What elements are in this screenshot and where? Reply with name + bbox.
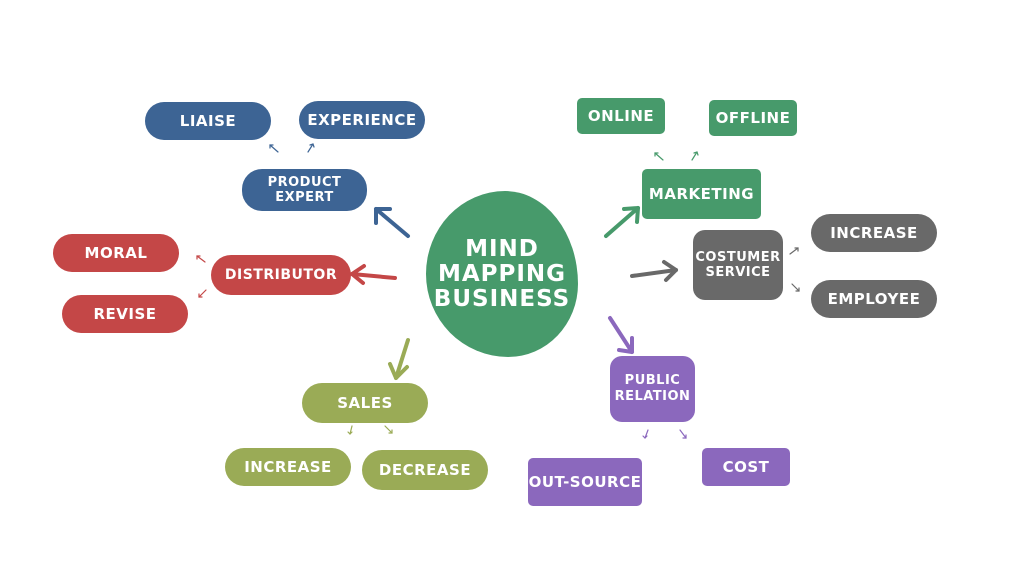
center-node: MIND MAPPING BUSINESS — [426, 191, 578, 357]
arrow-to-distributor — [350, 264, 397, 285]
small-arrow-employee — [791, 283, 800, 292]
distributor-node: DISTRIBUTOR — [211, 255, 351, 295]
small-arrow-cost — [679, 429, 687, 439]
center-line-1: MIND — [465, 235, 539, 262]
small-arrow-online — [654, 152, 664, 161]
small-arrow-offline — [691, 151, 699, 161]
costumer-service-line-2: SERVICE — [705, 265, 771, 280]
small-arrow-increase-sales — [347, 425, 353, 435]
cost-node: COST — [702, 448, 790, 486]
marketing-node: MARKETING — [642, 169, 761, 219]
small-arrow-out-source — [642, 429, 649, 439]
product-expert-node: PRODUCT EXPERT — [242, 169, 367, 211]
increase-service-node: INCREASE — [811, 214, 937, 252]
arrow-to-product-expert — [374, 207, 410, 238]
small-arrow-decrease — [384, 425, 393, 434]
offline-node: OFFLINE — [709, 100, 797, 136]
center-line-3: BUSINESS — [433, 285, 571, 312]
online-node: ONLINE — [577, 98, 665, 134]
increase-sales-node: INCREASE — [225, 448, 351, 486]
experience-node: EXPERIENCE — [299, 101, 425, 139]
costumer-service-line-1: COSTUMER — [695, 250, 781, 265]
public-relation-node: PUBLIC RELATION — [610, 356, 695, 422]
arrow-to-public-relation — [608, 316, 634, 354]
employee-node: EMPLOYEE — [811, 280, 937, 318]
center-line-2: MAPPING — [437, 260, 567, 287]
costumer-service-node: COSTUMER SERVICE — [693, 230, 783, 300]
out-source-node: OUT-SOURCE — [528, 458, 642, 506]
moral-node: MORAL — [53, 234, 179, 272]
small-arrow-experience — [307, 143, 315, 153]
arrow-to-costumer-service — [630, 260, 678, 282]
small-arrow-moral — [196, 255, 206, 263]
arrow-to-sales — [388, 338, 410, 380]
small-arrow-liaise — [269, 144, 279, 153]
liaise-node: LIAISE — [145, 102, 271, 140]
public-relation-line-2: RELATION — [614, 389, 691, 404]
revise-node: REVISE — [62, 295, 188, 333]
small-arrow-revise — [198, 289, 207, 298]
small-arrow-increase-service — [789, 247, 799, 255]
sales-node: SALES — [302, 383, 428, 423]
decrease-node: DECREASE — [362, 450, 488, 490]
public-relation-line-1: PUBLIC — [624, 373, 681, 388]
arrow-to-marketing — [604, 206, 640, 238]
product-expert-line-1: PRODUCT — [267, 175, 342, 190]
product-expert-line-2: EXPERT — [275, 190, 334, 205]
